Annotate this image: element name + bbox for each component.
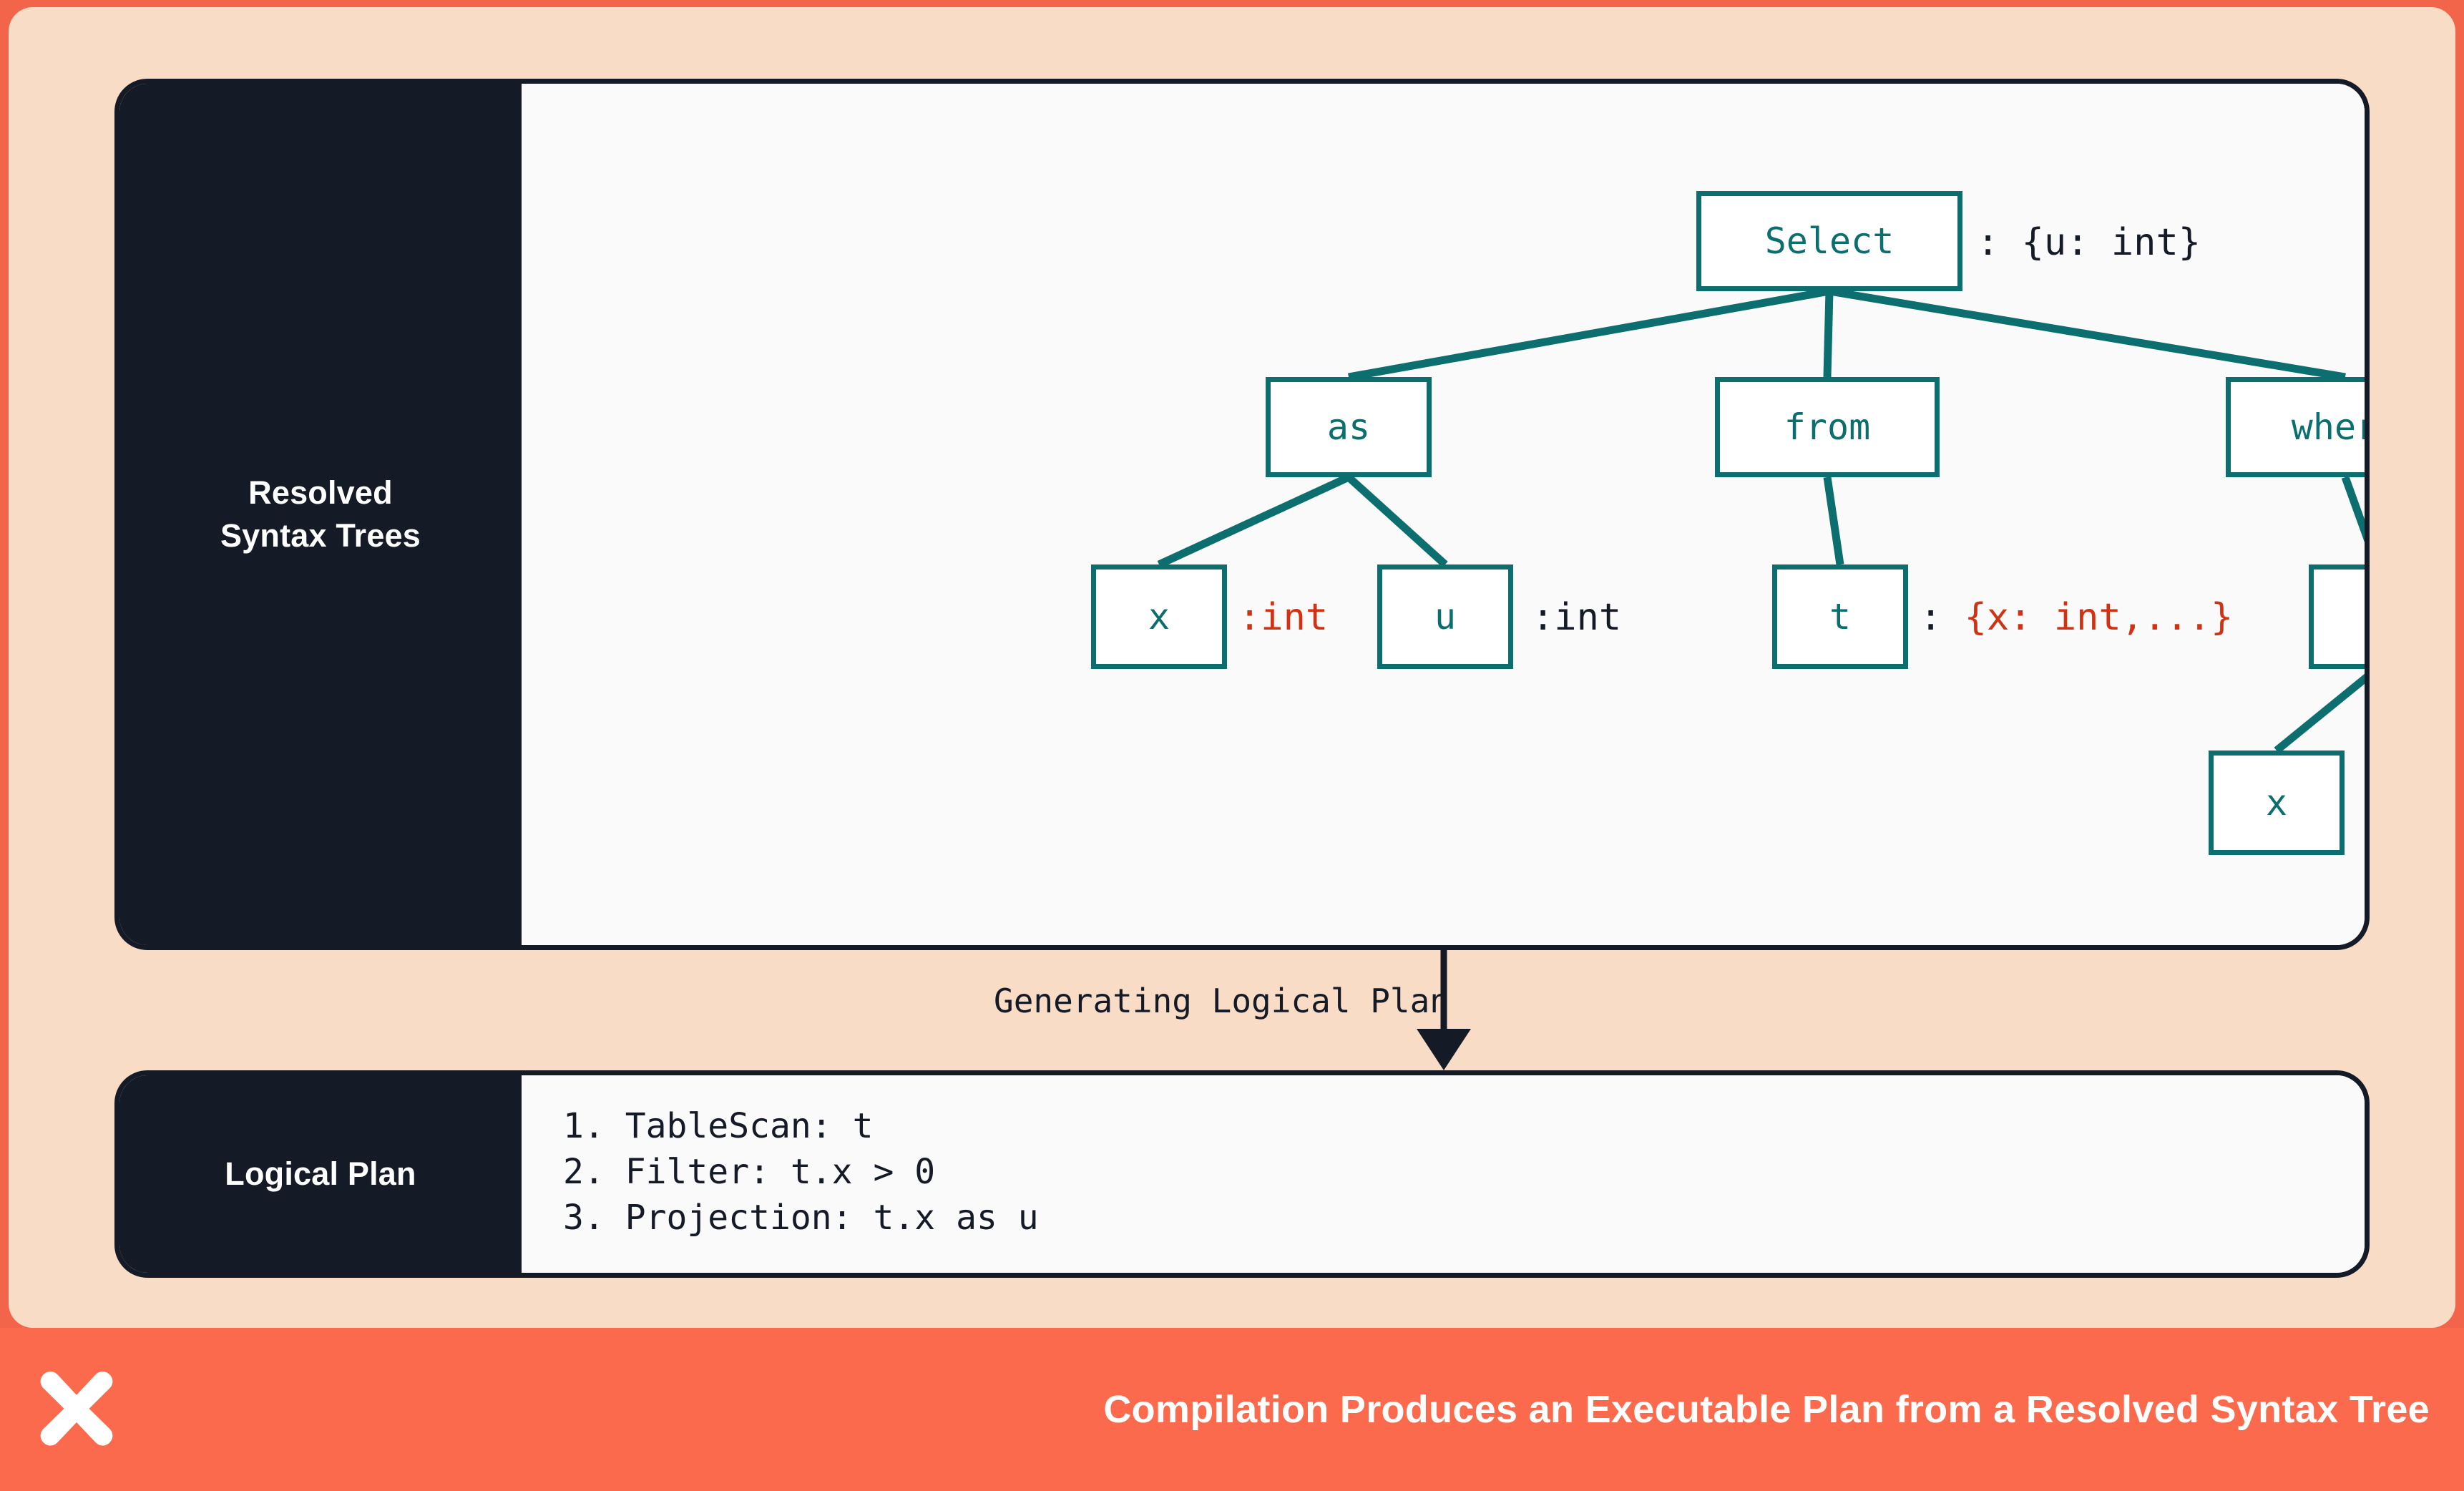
tree-node-label: x [2265, 782, 2288, 823]
tree-node-label: u [1434, 596, 1457, 637]
connector-arrow-icon [1417, 950, 1471, 1070]
tree-node-as-u[interactable]: u [1377, 564, 1513, 669]
type-annotation-text: :int [2356, 782, 2365, 825]
type-annotation-text: {x: int,...} [1964, 596, 2234, 639]
tree-node-as-x[interactable]: x [1091, 564, 1227, 669]
type-annotation-as-u: :int [1532, 599, 1621, 636]
type-annotation-gt-x: :int [2356, 782, 2365, 825]
syntax-tree-canvas: Select : {u: int} as from where x :int u :int t : … [522, 84, 2365, 945]
tree-node-where[interactable]: where [2226, 377, 2365, 477]
type-annotation-as-x: :int [1238, 599, 1328, 636]
tree-edge-gt-to-gt-x [2274, 673, 2365, 754]
tree-node-as[interactable]: as [1266, 377, 1432, 477]
tree-edge-where-to-gt [2341, 476, 2365, 543]
tree-node-select[interactable]: Select [1696, 191, 1962, 291]
tree-edge-as-to-as-u [1346, 474, 1448, 568]
tree-edge-from-to-from-t [1823, 476, 1844, 565]
type-annotation-text: :int [1238, 596, 1329, 639]
tree-edge-select-to-from [1823, 290, 1834, 378]
connector-label: Generating Logical Plan [994, 982, 1449, 1020]
tree-node-label: as [1326, 406, 1371, 448]
tree-node-label: t [1829, 596, 1852, 637]
tree-node-gt-x[interactable]: x [2209, 751, 2345, 855]
tree-node-from[interactable]: from [1715, 377, 1940, 477]
type-annotation-colon: : [1920, 596, 1965, 639]
x-butterfly-logo-icon [40, 1371, 113, 1446]
tree-node-label: > [2366, 599, 2370, 635]
tree-node-label: from [1784, 406, 1871, 448]
logical-plan-panel: Logical Plan 1. TableScan: t 2. Filter: t… [114, 1070, 2370, 1278]
logical-plan-step-2: 2. Filter: t.x > 0 [563, 1151, 936, 1192]
footer-caption: Compilation Produces an Executable Plan … [1103, 1388, 2430, 1431]
logical-plan-body: 1. TableScan: t 2. Filter: t.x > 0 3. Proj… [522, 1075, 2365, 1273]
syntax-tree-edges [1157, 287, 2365, 754]
tree-node-label: x [1148, 596, 1170, 637]
generating-logical-plan-connector: Generating Logical Plan [114, 950, 2370, 1076]
type-annotation-text: : {u: int} [1977, 221, 2201, 264]
logical-plan-step-list: 1. TableScan: t 2. Filter: t.x > 0 3. Proj… [522, 1075, 2365, 1241]
tree-node-label: Select [1764, 220, 1895, 262]
diagram-canvas: Resolved Syntax Trees Select : {u: int} as… [9, 7, 2455, 1328]
tree-edge-select-to-where [1829, 287, 2346, 381]
type-annotation-from-t: : {x: int,...} [1920, 599, 2233, 636]
tree-node-gt[interactable]: > [2309, 564, 2370, 669]
tree-node-label: where [2291, 406, 2365, 448]
resolved-syntax-trees-panel: Resolved Syntax Trees Select : {u: int} as… [114, 79, 2370, 950]
logical-plan-step-3: 3. Projection: t.x as u [563, 1197, 1039, 1238]
tree-edge-as-to-as-x [1157, 474, 1351, 568]
footer-banner: Compilation Produces an Executable Plan … [0, 1328, 2464, 1491]
tree-edge-select-to-as [1348, 287, 1830, 381]
type-annotation-select: : {u: int} [1977, 224, 2201, 261]
logical-plan-step-1: 1. TableScan: t [563, 1106, 874, 1146]
resolved-syntax-trees-label: Resolved Syntax Trees [119, 84, 522, 945]
type-annotation-text: :int [1532, 596, 1622, 639]
tree-node-from-t[interactable]: t [1772, 564, 1908, 669]
logical-plan-label: Logical Plan [119, 1075, 522, 1273]
